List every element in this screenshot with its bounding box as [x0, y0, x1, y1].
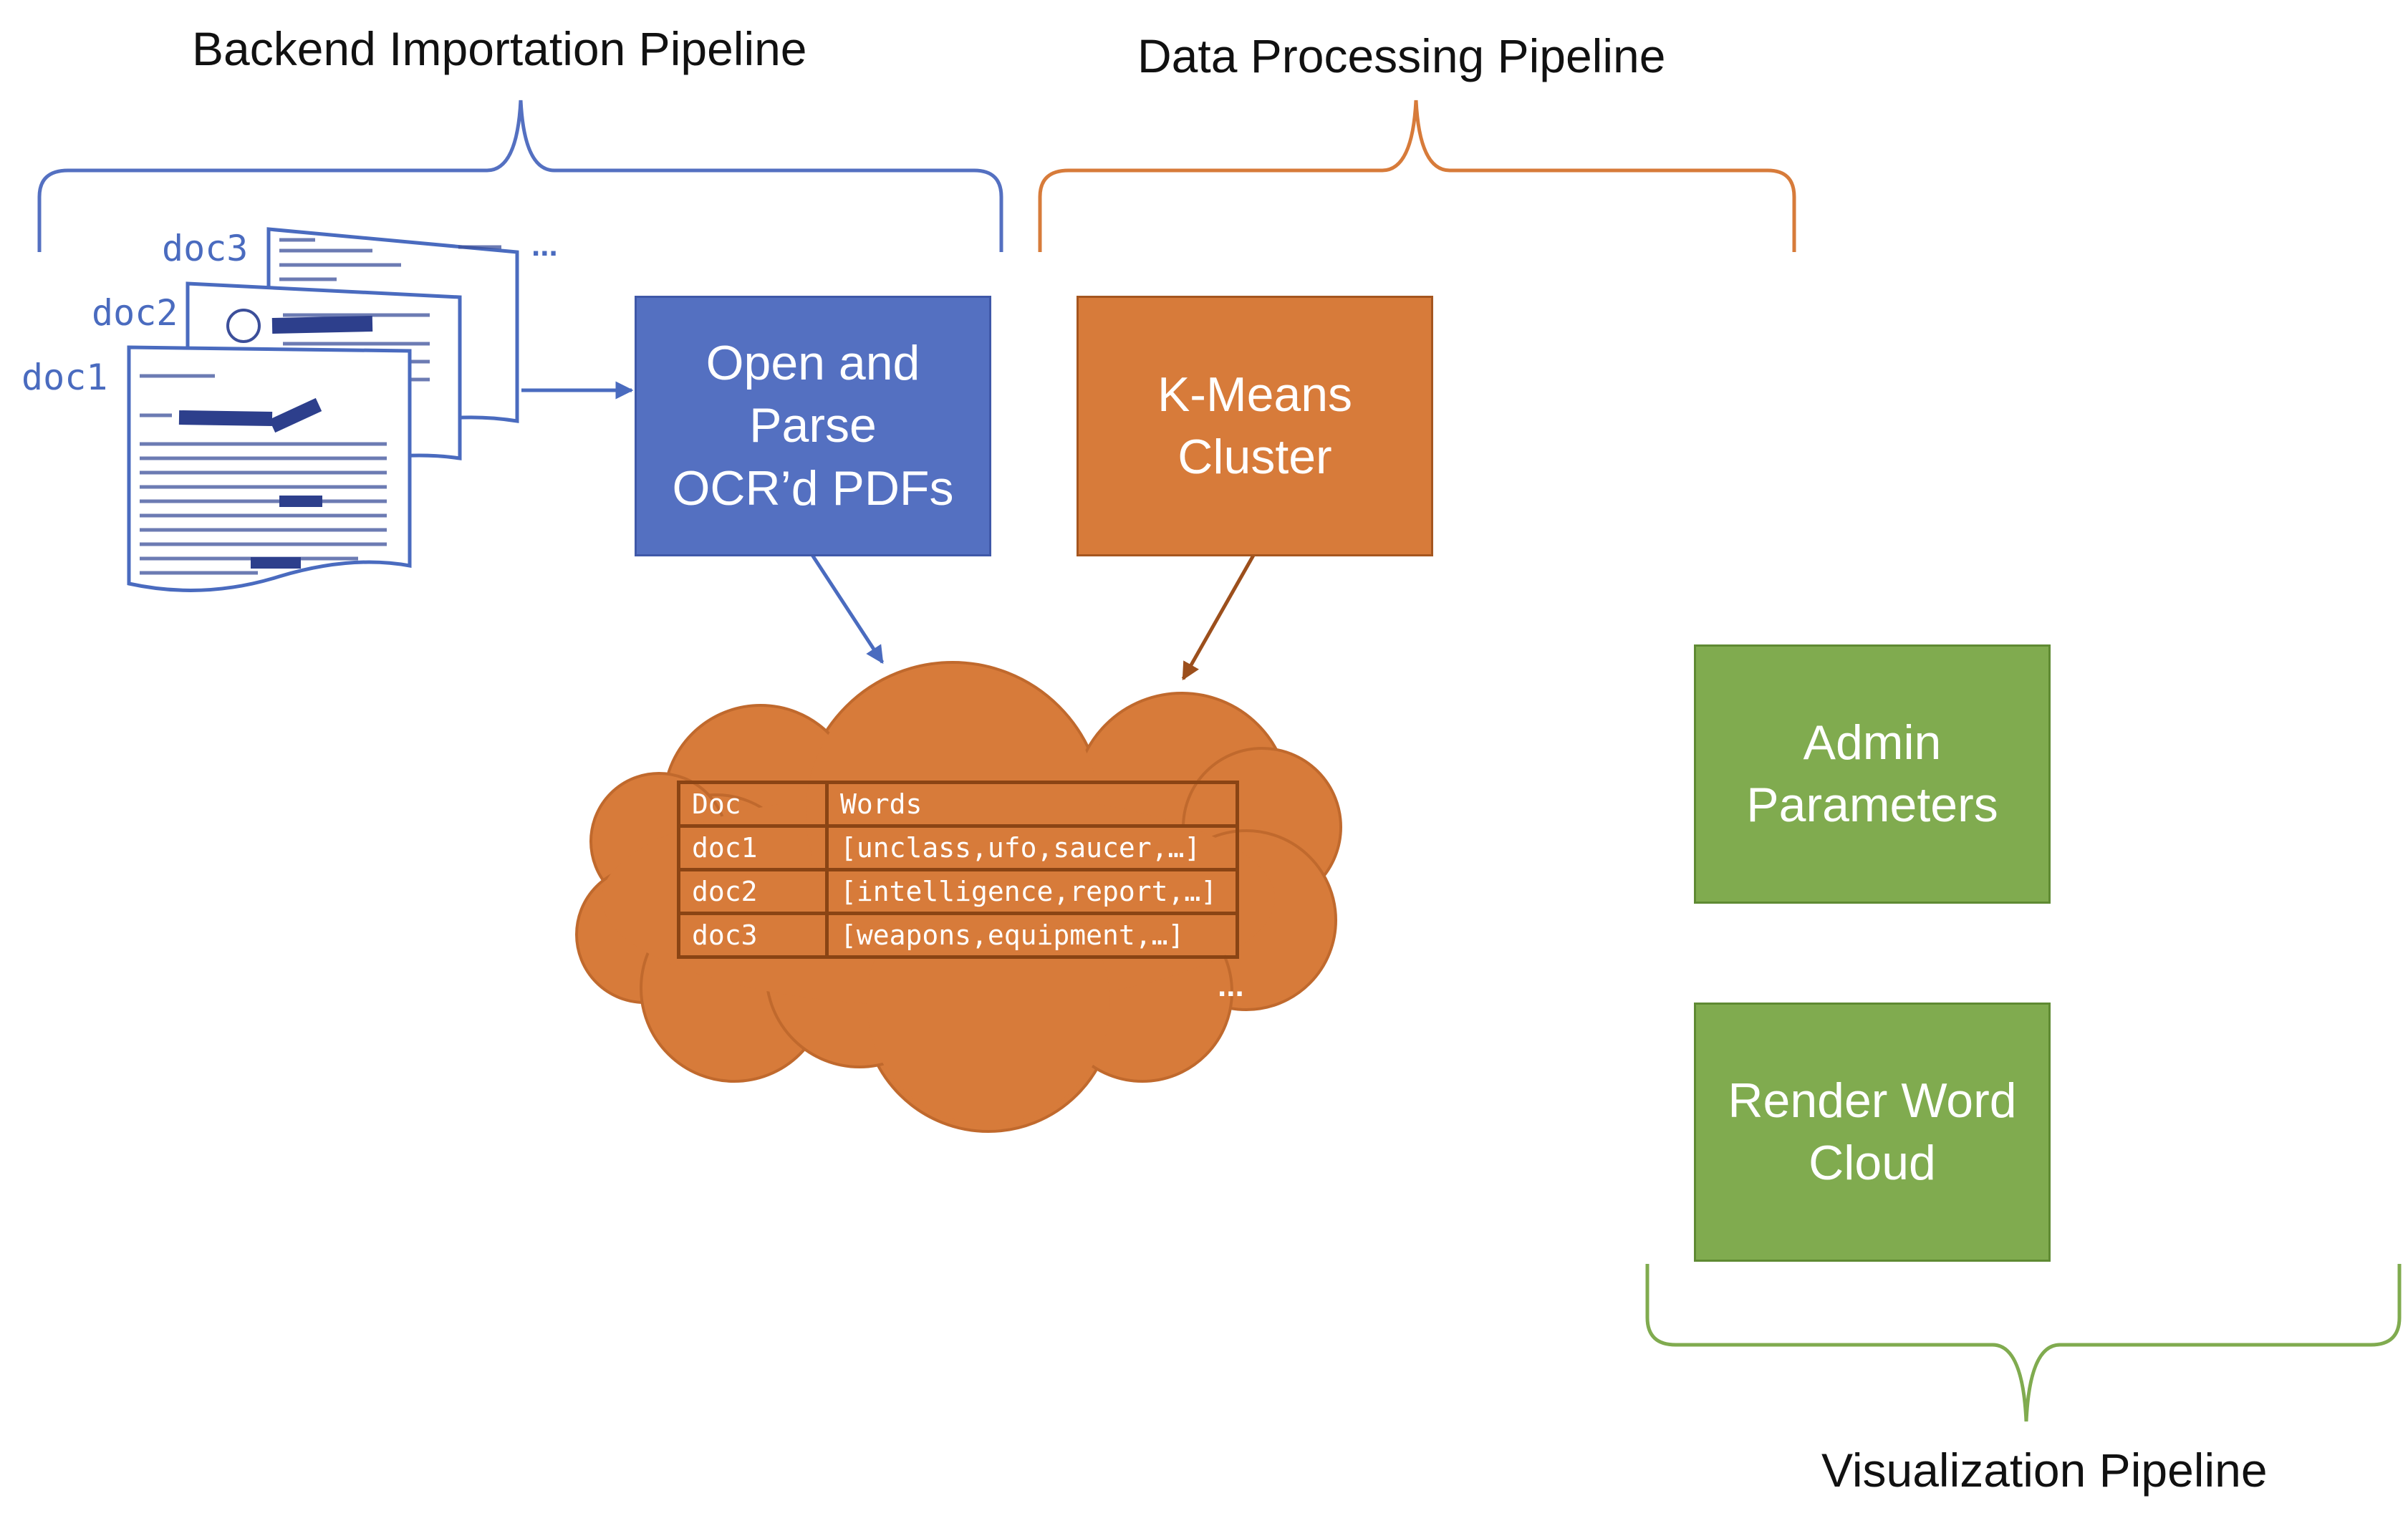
table-header-words: Words	[825, 781, 1239, 828]
open-parse-box: Open and Parse OCR’d PDFs	[635, 296, 991, 556]
table-header-row: Doc Words	[677, 781, 1239, 828]
processing-brace	[1038, 100, 1796, 252]
backend-pipeline-title: Backend Importation Pipeline	[192, 22, 807, 75]
render-word-cloud-box: Render Word Cloud	[1694, 1003, 2051, 1262]
admin-line-2: Parameters	[1746, 778, 1998, 832]
open-parse-line-2: Parse	[749, 398, 877, 453]
doc-words-table: Doc Words doc1 [unclass,ufo,saucer,…] do…	[677, 781, 1239, 959]
more-documents-ellipsis: ...	[531, 228, 558, 263]
visualization-pipeline-title: Visualization Pipeline	[1821, 1444, 2268, 1497]
backend-brace	[37, 100, 1003, 252]
visualization-brace	[1645, 1264, 2402, 1422]
more-rows-ellipsis: ...	[1218, 968, 1244, 1003]
kmeans-box: K-Means Cluster	[1077, 296, 1433, 556]
table-cell-doc: doc3	[677, 912, 829, 959]
render-line-1: Render Word	[1728, 1073, 2017, 1128]
table-cell-doc: doc1	[677, 824, 829, 871]
admin-line-1: Admin	[1803, 715, 1942, 770]
doc1-label: doc1	[21, 357, 108, 398]
doc2-label: doc2	[92, 292, 178, 334]
kmeans-line-2: Cluster	[1177, 430, 1332, 484]
open-parse-line-1: Open and	[705, 336, 920, 391]
table-cell-words: [unclass,ufo,saucer,…]	[825, 824, 1239, 871]
kmeans-line-1: K-Means	[1157, 367, 1353, 422]
document-stack	[127, 227, 519, 592]
open-parse-line-3: OCR’d PDFs	[672, 460, 954, 516]
processing-pipeline-title: Data Processing Pipeline	[1137, 29, 1666, 82]
table-row: doc2 [intelligence,report,…]	[677, 868, 1239, 915]
table-row: doc3 [weapons,equipment,…]	[677, 912, 1239, 959]
arrow-kmeans-to-cloud	[1181, 551, 1257, 681]
table-cell-words: [weapons,equipment,…]	[825, 912, 1239, 959]
table-cell-words: [intelligence,report,…]	[825, 868, 1239, 915]
table-cell-doc: doc2	[677, 868, 829, 915]
table-header-doc: Doc	[677, 781, 829, 828]
doc3-label: doc3	[162, 228, 249, 269]
table-row: doc1 [unclass,ufo,saucer,…]	[677, 824, 1239, 871]
arrow-parse-to-cloud	[809, 551, 885, 665]
render-line-2: Cloud	[1809, 1136, 1936, 1190]
admin-parameters-box: Admin Parameters	[1694, 644, 2051, 904]
